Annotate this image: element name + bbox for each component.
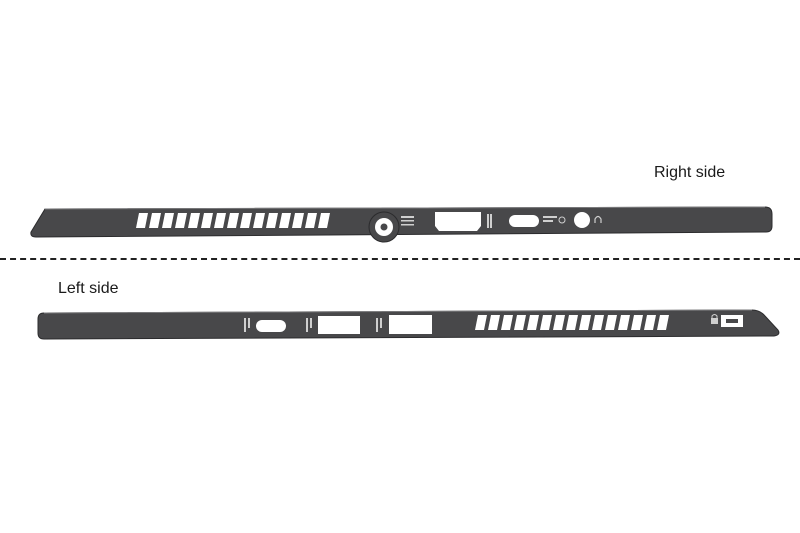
- usb-c-marking-icon: [543, 216, 566, 224]
- right-vent-grille: [136, 213, 330, 228]
- left-side-label: Left side: [58, 280, 119, 297]
- headphone-marking-icon: [594, 215, 602, 223]
- usb-a-port-2-icon: [389, 315, 432, 334]
- usb-a-2-marking-icon: [376, 318, 382, 332]
- left-vent-grille: [475, 315, 669, 330]
- audio-jack-icon: [574, 212, 590, 228]
- usb-c-port-left-icon: [256, 320, 286, 332]
- dashed-divider: [0, 258, 800, 260]
- security-slot-icon: [721, 315, 743, 327]
- dc-in-marking: [401, 216, 414, 226]
- dc-in-port-icon: [368, 211, 400, 243]
- usb-a-port-1-icon: [318, 316, 360, 334]
- usb-a-1-marking-icon: [306, 318, 312, 332]
- right-side-label: Right side: [654, 164, 726, 181]
- hdmi-marking: [487, 214, 492, 228]
- left-side-panel: [37, 309, 780, 340]
- usb-c-left-marking-icon: [244, 318, 250, 332]
- lock-icon: [711, 314, 718, 324]
- usb-c-port-right-icon: [509, 215, 539, 227]
- right-side-panel: [30, 206, 773, 243]
- hdmi-port-icon: [435, 212, 481, 231]
